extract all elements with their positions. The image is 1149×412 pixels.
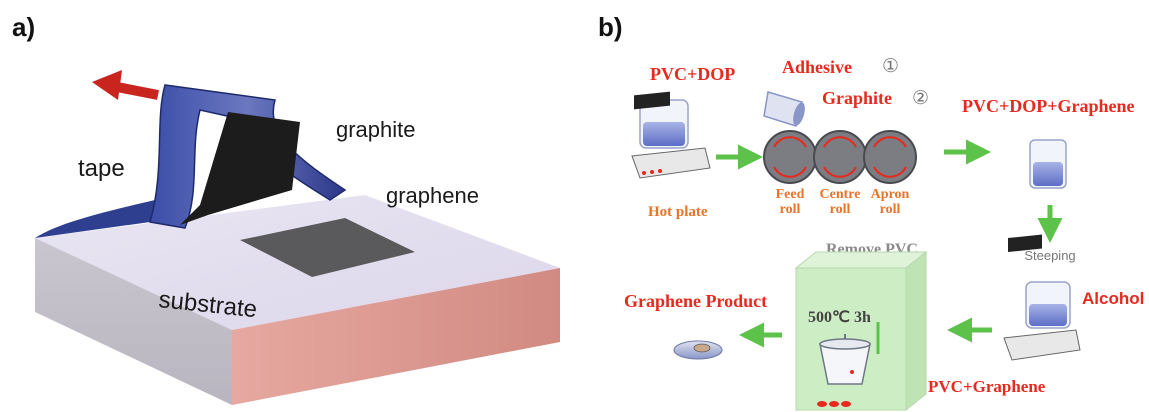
hot-plate-panel-2 (1008, 234, 1042, 253)
substrate-side-face (232, 268, 560, 405)
hot-plate-1 (631, 91, 711, 179)
panel-b-label: b) (598, 12, 623, 42)
graphene-label: graphene (386, 183, 479, 208)
centre-roll-label-1: Centre (820, 187, 861, 202)
product-dish (673, 340, 723, 360)
hot-plate-body-2 (1003, 329, 1081, 361)
peel-arrow-head (92, 70, 122, 100)
oven-temp-label: 500℃ 3h (808, 309, 871, 326)
pvc-graphene-label: PVC+Graphene (928, 377, 1046, 396)
tape-label: tape (78, 155, 125, 182)
feed-roll (763, 130, 817, 184)
adhesive-step-number: ① (882, 55, 899, 77)
substrate-front-face (35, 238, 232, 405)
hot-plate-label: Hot plate (648, 204, 708, 220)
graphite-label: graphite (336, 117, 416, 142)
hot-plate-panel-1 (634, 91, 670, 110)
tape-base (35, 200, 155, 238)
graphite-label-b: Graphite (822, 88, 892, 108)
furnace (794, 250, 928, 412)
panel-a-label: a) (12, 12, 36, 42)
graphene-flake (240, 218, 415, 277)
graphite-step-number: ② (912, 87, 929, 109)
apron-roll (863, 130, 917, 184)
feed-roll-label-1: Feed (776, 187, 805, 202)
crucible (819, 343, 871, 385)
centre-roll (813, 130, 867, 184)
alcohol-label: Alcohol (1082, 289, 1144, 308)
adhesive-cup (763, 91, 805, 127)
roll-mill (763, 130, 917, 184)
pvc-dop-graphene-label: PVC+DOP+Graphene (962, 96, 1135, 116)
centre-roll-label-2: roll (830, 202, 851, 217)
panel-b-process-diagram: PVC+DOP Hot plate Adhesive ① Graphite ② … (624, 55, 1144, 412)
beaker-1-liquid (643, 122, 685, 146)
hot-plate-2 (1003, 234, 1081, 361)
apron-roll-label-2: roll (880, 202, 901, 217)
feed-roll-label-2: roll (780, 202, 801, 217)
pvc-dop-label: PVC+DOP (650, 64, 735, 84)
adhesive-label: Adhesive (782, 57, 852, 77)
graphite-block (180, 112, 300, 225)
apron-roll-label-1: Apron (871, 187, 910, 202)
steeping-label: Steeping (1024, 248, 1075, 263)
graphene-product-label: Graphene Product (624, 291, 767, 311)
tape-strip (149, 84, 347, 229)
mixture-beaker (1029, 139, 1067, 189)
panel-a-illustration: tape graphite graphene substrate (35, 70, 560, 405)
